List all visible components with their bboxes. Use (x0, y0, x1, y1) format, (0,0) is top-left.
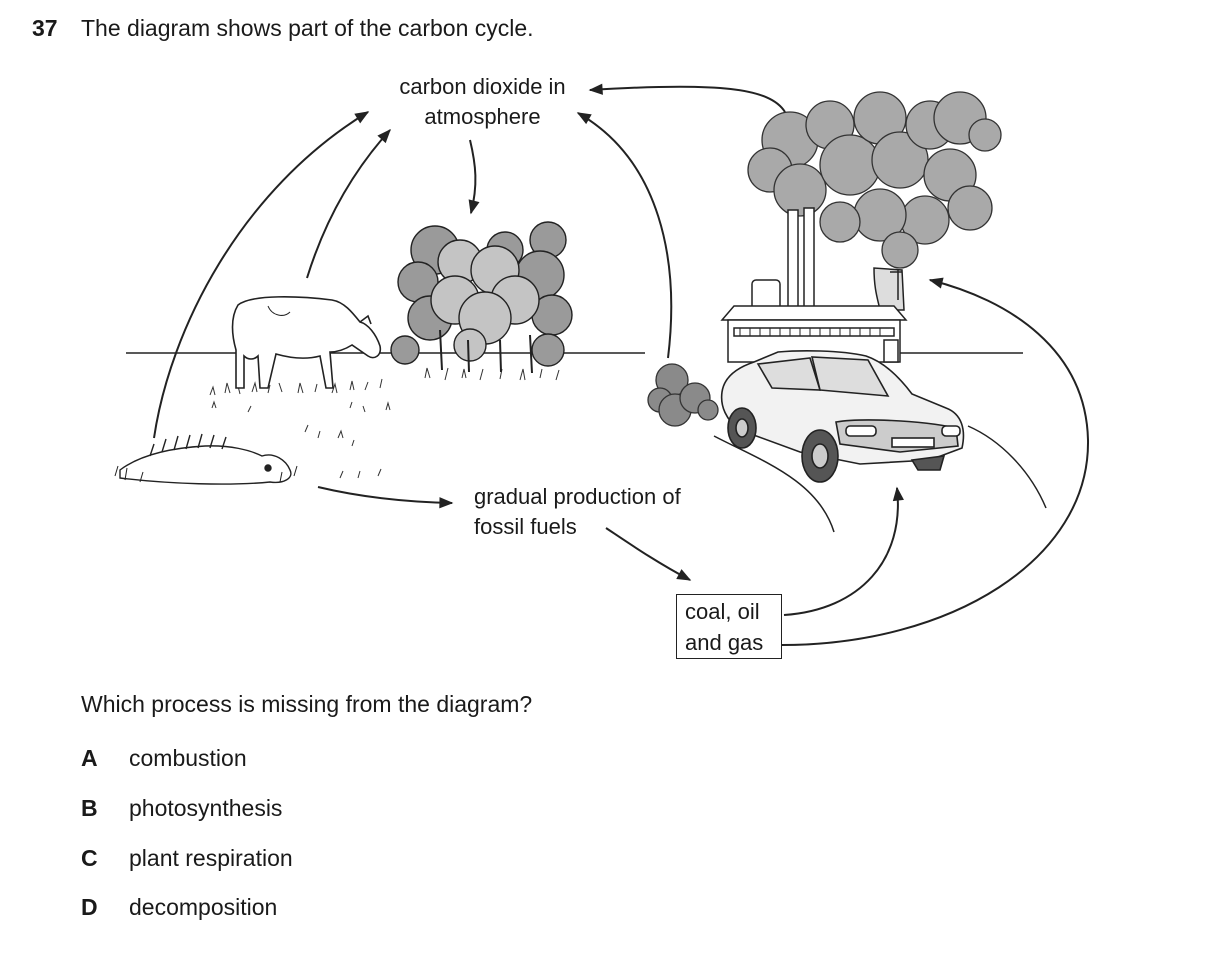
label-coal-oil-gas: coal, oil and gas (676, 594, 782, 659)
skeleton-illustration (114, 433, 298, 485)
option-letter: A (81, 745, 98, 771)
cow-illustration (231, 296, 382, 389)
arrow-skeleton-to-co2 (153, 111, 370, 439)
arrow-fuels-to-factory (781, 277, 1090, 646)
arrow-fossil-to-fuels (605, 527, 692, 581)
factory-illustration (720, 207, 908, 363)
option-text: combustion (129, 745, 247, 771)
option-text: decomposition (129, 894, 278, 920)
question-prompt: Which process is missing from the diagra… (81, 691, 533, 717)
arrow-fuels-to-car (783, 486, 904, 616)
arrow-exhaust-to-co2 (576, 112, 673, 359)
exhaust-smoke-illustration (647, 363, 719, 427)
option-letter: C (81, 845, 98, 871)
label-co2-atmosphere: carbon dioxide in atmosphere (399, 74, 566, 129)
option-text: plant respiration (129, 845, 293, 871)
question-number: 37 (32, 15, 58, 41)
car-illustration (720, 350, 965, 483)
option-text: photosynthesis (129, 795, 283, 821)
label-fossil-fuel-production: gradual production of fossil fuels (474, 484, 681, 539)
grass-illustration (209, 367, 560, 479)
carbon-cycle-diagram (114, 83, 1090, 646)
trees-illustration (390, 221, 573, 374)
arrow-skeleton-to-fossil (317, 486, 454, 509)
arrow-co2-to-trees (468, 139, 480, 215)
cycle-arrows (153, 83, 1090, 646)
option-letter: B (81, 795, 98, 821)
question-text: The diagram shows part of the carbon cyc… (81, 15, 534, 41)
arrow-cow-to-co2 (306, 128, 391, 279)
option-letter: D (81, 894, 98, 920)
arrow-smoke-to-co2 (588, 83, 786, 113)
road-lines (713, 425, 1047, 533)
smoke-illustration (747, 91, 1002, 269)
